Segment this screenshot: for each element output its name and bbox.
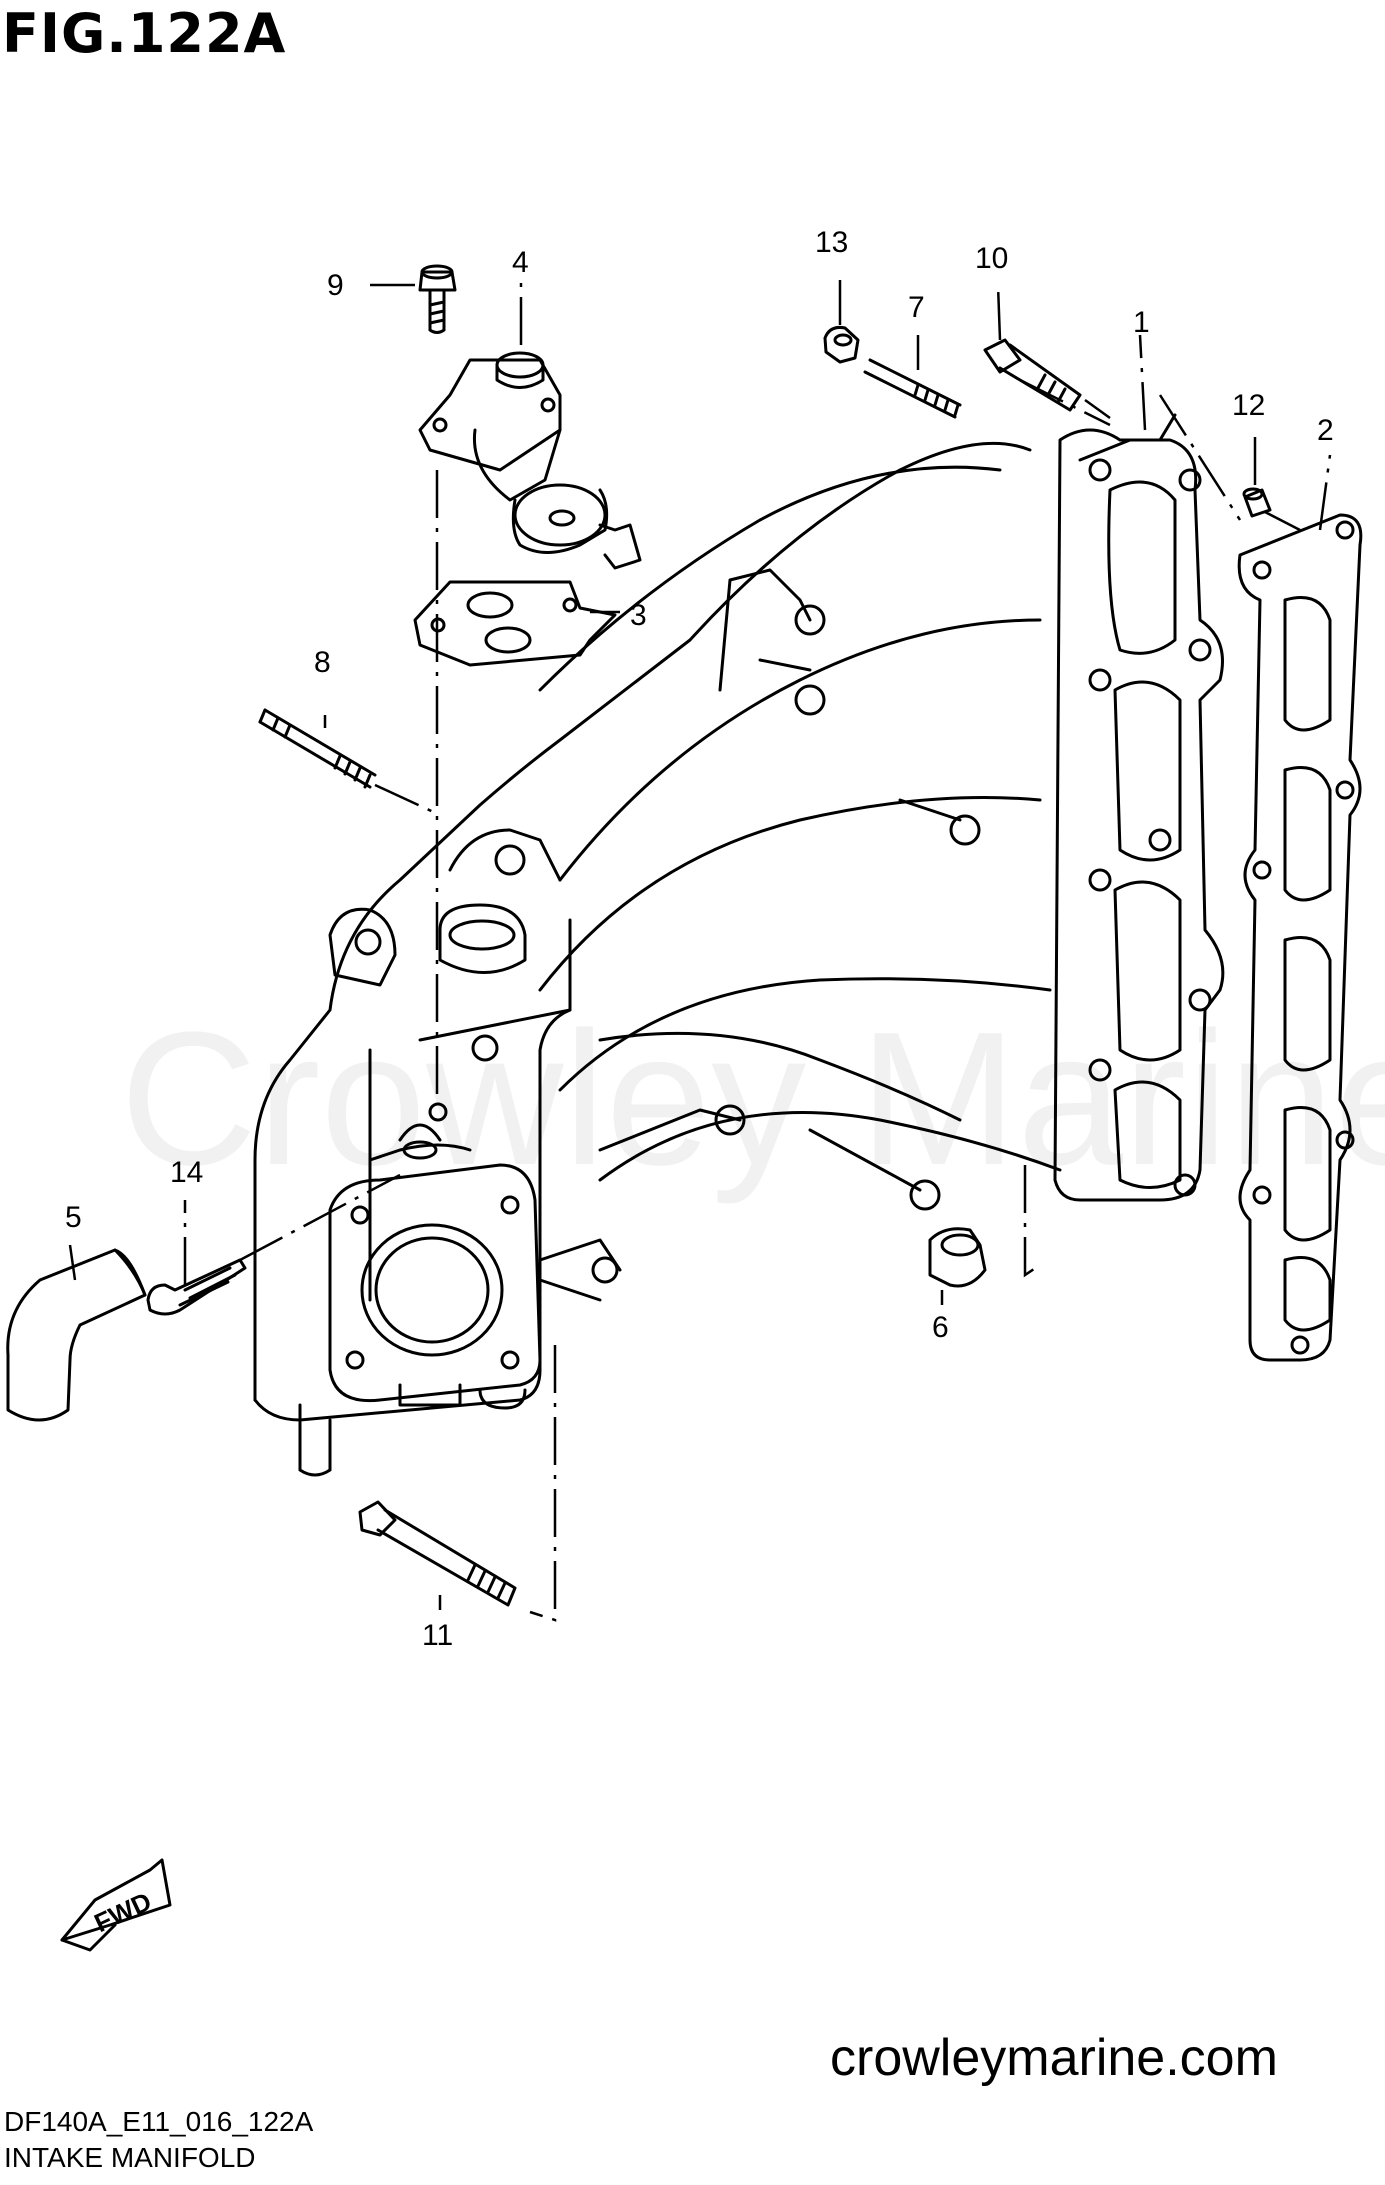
- bolt-11: [358, 1500, 517, 1607]
- intake-manifold: [253, 413, 1225, 1477]
- dowel-pin-12: [1242, 487, 1272, 518]
- callout-1: 1: [1133, 306, 1150, 339]
- callout-12: 12: [1232, 389, 1265, 422]
- figure-title: FIG.122A: [2, 2, 287, 65]
- callout-6: 6: [932, 1311, 949, 1344]
- stud-bolt-8: [258, 708, 377, 789]
- idle-air-control-valve: [418, 351, 642, 570]
- watermark-text: Crowley Marine: [120, 993, 1385, 1205]
- callout-14: 14: [170, 1156, 203, 1189]
- forward-arrow-icon: [60, 1858, 172, 1952]
- hose: [6, 1248, 147, 1422]
- diagram-caption: INTAKE MANIFOLD: [4, 2142, 256, 2173]
- bolt-10: [983, 338, 1082, 412]
- bolt-9: [418, 264, 457, 334]
- nut-13: [823, 326, 860, 364]
- callout-2: 2: [1317, 414, 1334, 447]
- callout-11: 11: [422, 1619, 453, 1652]
- callout-4: 4: [512, 246, 529, 279]
- callout-8: 8: [314, 646, 331, 679]
- fwd-label: FWD: [90, 1886, 156, 1938]
- stud-bolt-7: [863, 358, 962, 419]
- callout-13: 13: [815, 226, 848, 259]
- clip-14: [146, 1258, 247, 1316]
- callout-7: 7: [908, 291, 925, 324]
- site-url: crowleymarine.com: [830, 2029, 1278, 2087]
- leader-lines: [68, 280, 1332, 1622]
- callout-10: 10: [975, 242, 1008, 275]
- throttle-gasket: [413, 580, 617, 667]
- callout-9: 9: [327, 269, 344, 302]
- grommet: [928, 1227, 987, 1288]
- manifold-gasket: [1237, 513, 1363, 1362]
- drawing-code: DF140A_E11_016_122A: [4, 2106, 314, 2137]
- callout-3: 3: [630, 599, 647, 632]
- callout-5: 5: [65, 1201, 82, 1234]
